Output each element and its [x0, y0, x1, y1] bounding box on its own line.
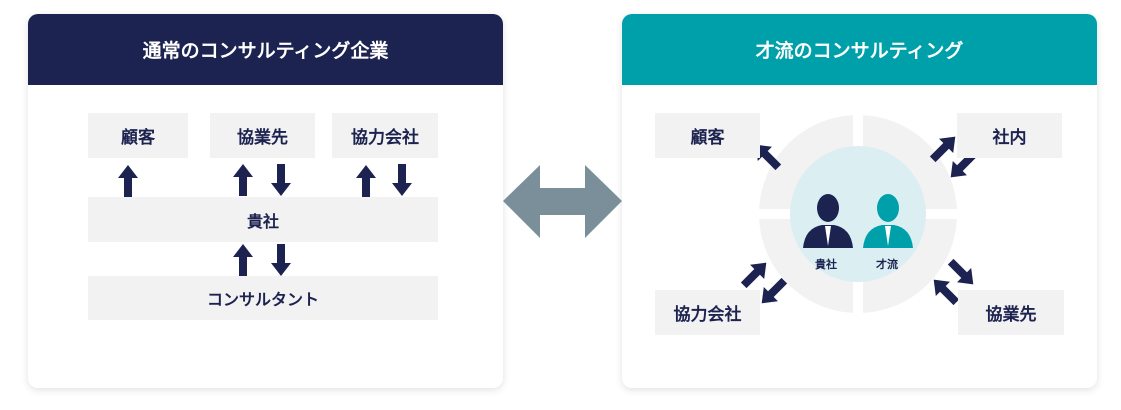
client-box: 貴社 — [88, 197, 438, 242]
cooperator-box: 協力会社 — [655, 290, 760, 335]
cooperator-box: 協力会社 — [332, 113, 438, 158]
partner-box: 協業先 — [958, 290, 1064, 335]
sairu-person-icon — [863, 194, 913, 248]
consultant-box: コンサルタント — [88, 276, 438, 320]
ring — [755, 110, 965, 320]
panel-title: 才流のコンサルティング — [622, 14, 1097, 85]
internal-box: 社内 — [957, 113, 1062, 158]
double-arrow-icon — [503, 165, 622, 238]
client-person-icon — [803, 194, 853, 248]
partner-box: 協業先 — [210, 113, 315, 158]
sairu-person-label: 才流 — [876, 258, 898, 271]
panel-title: 通常のコンサルティング企業 — [28, 14, 503, 85]
client-person-label: 貴社 — [815, 258, 837, 271]
customer-box: 顧客 — [88, 113, 188, 158]
customer-box: 顧客 — [655, 113, 760, 158]
flow-arrows — [118, 164, 412, 276]
